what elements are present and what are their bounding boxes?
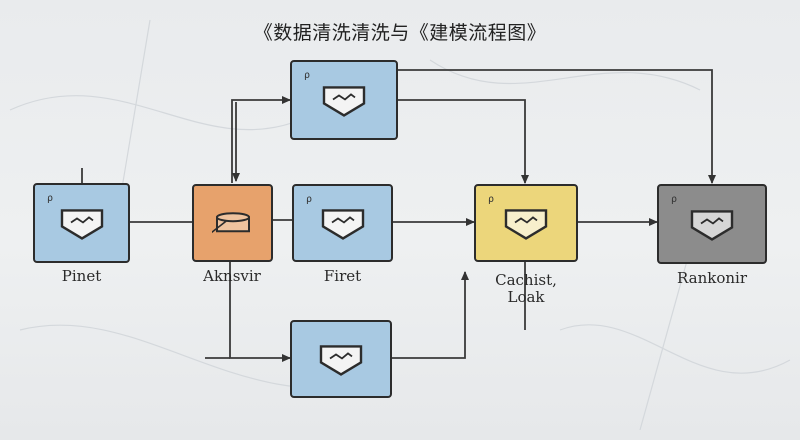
node-rankonir[interactable]: ρ xyxy=(657,184,767,264)
diagram-title: 《数据清洗清洗与《建模流程图》 xyxy=(253,22,547,44)
label-firet: Firet xyxy=(323,267,362,285)
node-cachist[interactable]: ρ xyxy=(474,184,578,262)
pin-icon: ρ xyxy=(304,70,311,81)
badge-icon xyxy=(690,210,734,241)
cylinder-icon xyxy=(211,212,250,234)
node-bottom[interactable] xyxy=(290,320,392,398)
label-cachist: Cachist, Loak xyxy=(495,271,557,306)
edge-top-node-to-rankonir xyxy=(393,69,716,184)
node-firet[interactable]: ρ xyxy=(292,184,393,262)
label-rankonir: Rankonir xyxy=(677,269,747,287)
pin-icon: ρ xyxy=(47,193,54,204)
edge-bottom-node-to-cachist xyxy=(392,271,469,359)
node-pinet[interactable]: ρ xyxy=(33,183,130,263)
edge-top-node-to-cachist xyxy=(398,99,529,184)
badge-icon xyxy=(60,209,103,240)
label-aknsvir: Aknsvir xyxy=(203,267,261,285)
label-pinet: Pinet xyxy=(61,267,102,285)
pin-icon: ρ xyxy=(306,194,313,205)
badge-icon xyxy=(504,209,548,240)
badge-icon xyxy=(322,86,366,117)
badge-icon xyxy=(319,345,363,376)
pin-icon: ρ xyxy=(488,194,495,205)
node-aknsvir[interactable] xyxy=(192,184,273,262)
node-top[interactable]: ρ xyxy=(290,60,398,140)
edge-aknsvir-to-top-node xyxy=(231,96,291,183)
badge-icon xyxy=(321,209,364,240)
pin-icon: ρ xyxy=(671,194,678,205)
